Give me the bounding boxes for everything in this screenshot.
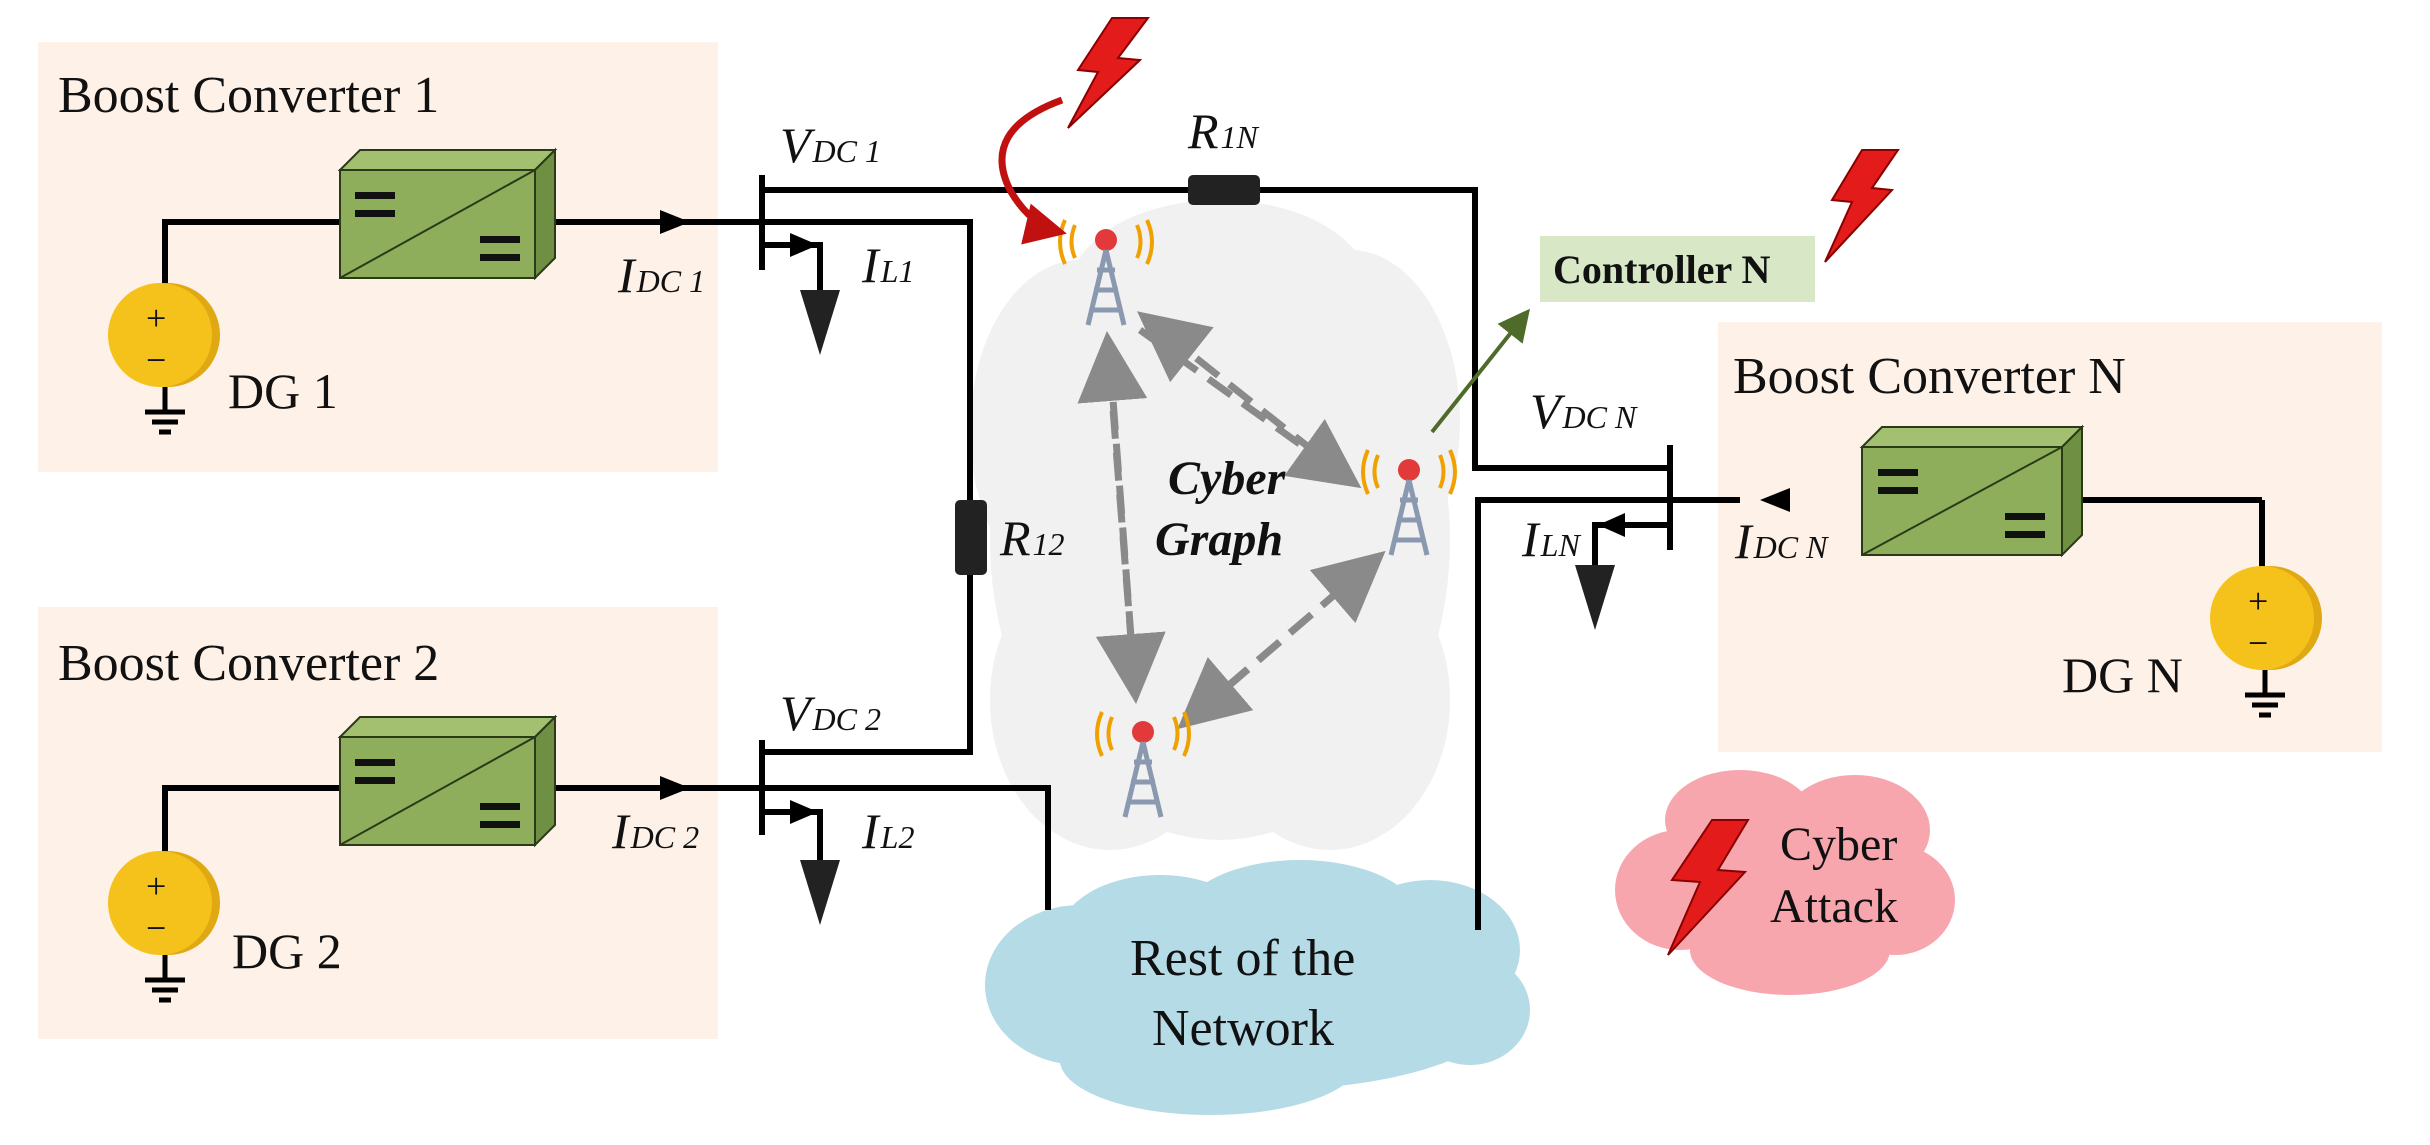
attack-label-2: Attack (1770, 880, 1898, 933)
wires (162, 175, 2265, 930)
dc-source-icon-2: + − (108, 851, 220, 955)
cyber-graph-label-2: Graph (1155, 513, 1283, 566)
network-label-2: Network (1152, 1000, 1334, 1057)
idc2-label: IDC 2 (611, 803, 699, 859)
cyber-graph-label-1: Cyber (1168, 452, 1287, 505)
box-title-bc1: Boost Converter 1 (58, 67, 439, 124)
lightning-bolt-icon-controller (1824, 149, 1900, 263)
r12-label: R12 (999, 510, 1065, 566)
resistor-icon-r1n (1188, 175, 1260, 205)
electrical-labels: VDC 1 IDC 1 IL1 R1N R12 VDC 2 IDC 2 IL2 … (611, 103, 1829, 859)
cyber-graph-links (1077, 311, 1386, 730)
attack-label-1: Cyber (1780, 818, 1897, 871)
il1-label: IL1 (861, 237, 914, 293)
il2-label: IL2 (861, 803, 914, 859)
svg-text:−: − (2248, 623, 2268, 663)
svg-text:+: + (2248, 581, 2268, 621)
dc-source-icon-n: + − (2210, 566, 2322, 670)
vdc1-label: VDC 1 (780, 117, 881, 173)
current-arrows (660, 210, 1790, 800)
dg1-label: DG 1 (228, 363, 338, 419)
svg-text:−: − (146, 340, 166, 380)
dg2-label: DG 2 (232, 923, 342, 979)
box-title-bc2: Boost Converter 2 (58, 635, 439, 692)
box-title-bcN: Boost Converter N (1733, 348, 2126, 405)
resistor-icon-r12 (955, 500, 987, 575)
dc-dc-converter-icon-1 (337, 147, 558, 281)
load-arrow-icon (800, 290, 1615, 925)
dgN-label: DG N (2062, 647, 2183, 703)
svg-text:+: + (146, 298, 166, 338)
load-branch-arrows (790, 233, 1625, 824)
ilN-label: ILN (1521, 511, 1581, 567)
communication-tower-icon-2 (1361, 449, 1457, 556)
svg-text:−: − (146, 908, 166, 948)
controller-n-box (1540, 236, 1815, 302)
idcN-label: IDC N (1734, 513, 1829, 569)
dc-dc-converter-icon-2 (337, 714, 558, 848)
controller-link-arrow (1430, 308, 1530, 434)
idc1-label: IDC 1 (617, 247, 705, 303)
communication-tower-icon-3 (1095, 711, 1191, 818)
r1n-label: R1N (1187, 103, 1260, 159)
rest-of-network-cloud (985, 860, 1530, 1115)
attack-arrow (998, 96, 1067, 245)
vdc2-label: VDC 2 (780, 685, 881, 741)
vdcN-label: VDC N (1530, 383, 1638, 439)
lightning-bolt-icon-top (1067, 17, 1150, 129)
ground-icon (145, 387, 2285, 1003)
lightning-bolt-icon-legend (1667, 819, 1750, 956)
dc-dc-converter-icon-n (1859, 424, 2085, 558)
network-label-1: Rest of the (1130, 930, 1355, 987)
dc-source-icon-1: + − (108, 283, 220, 387)
svg-text:+: + (146, 866, 166, 906)
controller-n-label: Controller N (1553, 247, 1770, 292)
